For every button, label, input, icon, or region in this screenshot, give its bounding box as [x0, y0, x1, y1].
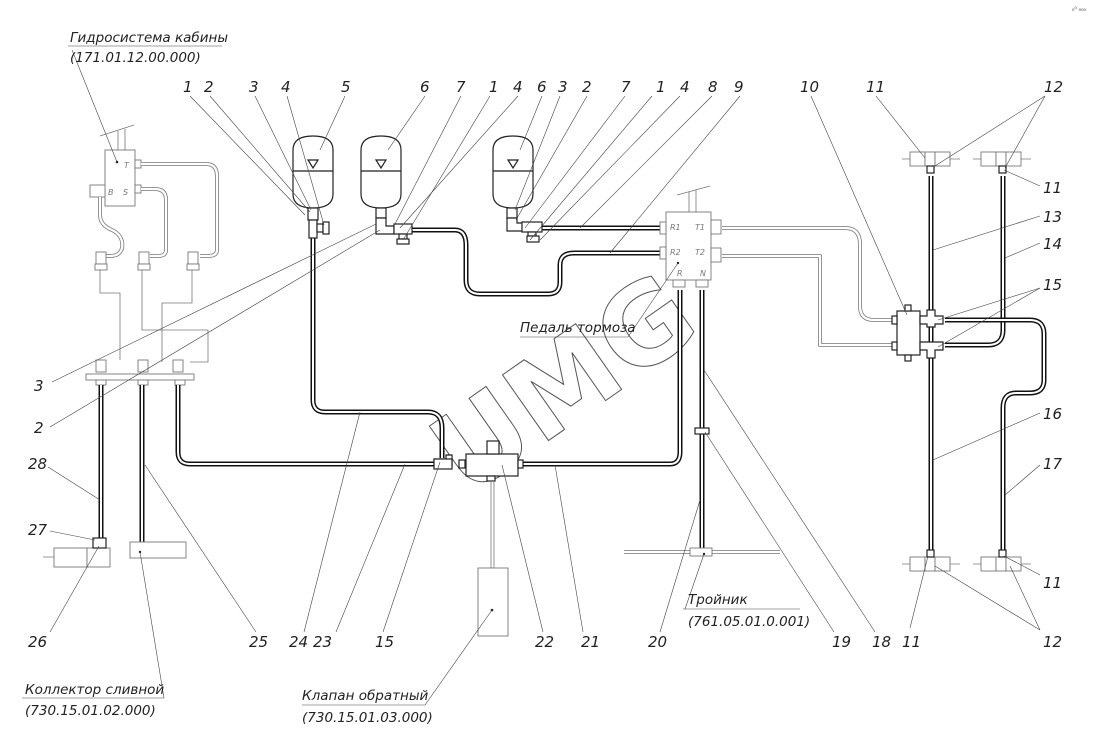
callout: 7	[621, 78, 631, 96]
callout: 28	[28, 455, 47, 473]
tee-caption: Тройник	[688, 592, 748, 608]
callouts-bottom-right: 11 11 12	[902, 574, 1062, 651]
drain-fitting-26	[43, 537, 111, 568]
callout: 4	[513, 78, 523, 96]
corner-mark: ₀⁰ ₀₀₀	[1072, 6, 1087, 13]
callout: 19	[832, 633, 851, 651]
callout: 6	[420, 78, 430, 96]
check-valve-block	[433, 440, 524, 637]
callout: 11	[902, 633, 921, 651]
port-b-label: B	[108, 188, 114, 197]
callouts-left: 3 2 28 27	[28, 377, 48, 539]
accumulator-5	[292, 135, 334, 239]
callouts-top: 1 2 3 4 5 6 7 1 4 6 3 2 7 1 4 8 9 10 11 …	[183, 78, 1063, 96]
callout: 24	[289, 633, 308, 651]
callout: 1	[183, 78, 193, 96]
brake-cylinder-top-left	[902, 151, 960, 174]
callouts-bottom: 26 25 24 23 15 22 21 20 19 18	[28, 633, 891, 651]
brake-pedal-caption: Педаль тормоза	[520, 320, 636, 336]
port-s-label: S	[123, 188, 128, 197]
drain-manifold	[129, 541, 187, 559]
callout: 2	[204, 78, 214, 96]
callout: 11	[1043, 574, 1062, 592]
callout: 17	[1043, 455, 1063, 473]
brake-cylinder-bottom-left	[902, 549, 960, 572]
callout: 3	[558, 78, 568, 96]
callout: 7	[456, 78, 466, 96]
callout: 4	[680, 78, 690, 96]
callouts-right: 11 13 14 15 16 17	[1043, 179, 1063, 473]
watermark-text: UMG	[409, 248, 719, 519]
callout: 1	[489, 78, 499, 96]
drain-manifold-caption: Коллектор сливной	[25, 682, 164, 698]
callout: 2	[34, 419, 44, 437]
leader-lines	[22, 45, 1046, 706]
main-pipelines	[98, 176, 1047, 555]
callout: 21	[581, 633, 600, 651]
port-r1-label: R1	[670, 223, 681, 232]
callout: 1	[656, 78, 666, 96]
callout: 11	[1043, 179, 1062, 197]
port-r-label: R	[677, 269, 683, 278]
callout: 14	[1043, 235, 1062, 253]
callout: 15	[375, 633, 394, 651]
watermark: UMG	[408, 248, 719, 520]
accumulator-6b	[492, 135, 543, 243]
drain-manifold-code: (730.15.01.02.000)	[25, 703, 156, 719]
check-valve-code: (730.15.01.03.000)	[302, 710, 433, 726]
accumulator-6	[360, 135, 413, 245]
callout: 9	[734, 78, 744, 96]
brake-cylinder-bottom-right	[973, 549, 1031, 572]
callout: 8	[708, 78, 718, 96]
callout: 12	[1044, 78, 1063, 96]
tee-fitting	[689, 427, 713, 557]
callout: 20	[648, 633, 667, 651]
check-valve-caption: Клапан обратный	[302, 688, 428, 704]
callout: 5	[341, 78, 351, 96]
callout: 2	[582, 78, 592, 96]
callout: 16	[1043, 405, 1062, 423]
callout: 25	[249, 633, 268, 651]
callout: 6	[537, 78, 547, 96]
cabin-hydraulics-caption: Гидросистема кабины	[70, 30, 228, 46]
brake-cylinder-top-right	[973, 151, 1031, 174]
port-t-label: T	[124, 161, 130, 170]
callout: 23	[313, 633, 332, 651]
brake-pedal-valve: R1 T1 R2 T2 R N	[659, 185, 722, 288]
callout: 4	[281, 78, 291, 96]
callout: 3	[34, 377, 44, 395]
callout: 3	[249, 78, 259, 96]
port-r2-label: R2	[670, 248, 681, 257]
port-t2-label: T2	[695, 248, 705, 257]
callout: 12	[1043, 633, 1062, 651]
callout: 27	[28, 521, 48, 539]
callout: 13	[1043, 208, 1062, 226]
splitter-block	[891, 304, 944, 362]
cabin-hydraulic-unit: T B S	[85, 124, 219, 386]
callout: 22	[535, 633, 554, 651]
cabin-hydraulics-code: (171.01.12.00.000)	[70, 50, 201, 66]
port-t1-label: T1	[695, 223, 705, 232]
port-n-label: N	[700, 269, 706, 278]
callout: 10	[800, 78, 819, 96]
callout: 18	[872, 633, 891, 651]
tee-code: (761.05.01.0.001)	[688, 614, 810, 630]
callout: 11	[866, 78, 885, 96]
callout: 26	[28, 633, 47, 651]
callout: 15	[1043, 276, 1062, 294]
